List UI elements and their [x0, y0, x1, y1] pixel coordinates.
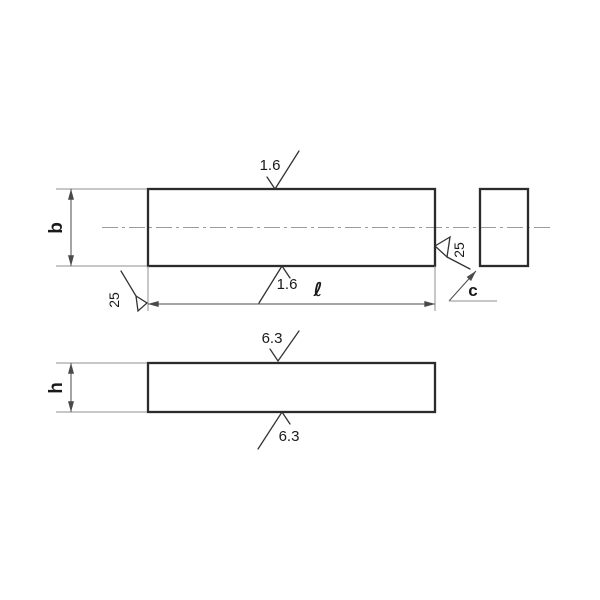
- roughness-value: 6.3: [262, 330, 283, 347]
- roughness-mark-bottom-6-3: 6.3: [257, 410, 300, 450]
- roughness-mark-left-end-25: 25: [106, 270, 149, 313]
- roughness-tail: [446, 256, 471, 270]
- roughness-check-icon: [266, 150, 300, 191]
- dim-h-label: h: [46, 382, 67, 394]
- chamfer-leader-line: [448, 270, 477, 302]
- roughness-mark-top-6-3: 6.3: [262, 330, 300, 363]
- chamfer-callout: c: [448, 270, 497, 302]
- top-view: b ℓ 1.6 1.6 25 25: [46, 150, 552, 313]
- roughness-mark-top-1-6: 1.6: [260, 150, 300, 191]
- key-body-outline: [146, 187, 437, 268]
- roughness-value: 1.6: [260, 157, 281, 174]
- roughness-value: 6.3: [279, 428, 300, 445]
- roughness-value: 25: [106, 292, 122, 308]
- roughness-mark-right-end-25: 25: [433, 235, 471, 270]
- roughness-value: 1.6: [277, 276, 298, 293]
- roughness-tail: [120, 270, 137, 297]
- roughness-check-icon: [257, 410, 291, 450]
- roughness-mark-bottom-1-6: 1.6: [258, 264, 298, 304]
- roughness-value: 25: [451, 242, 467, 258]
- height-view: h 6.3 6.3: [46, 330, 437, 450]
- dim-b-label: b: [46, 222, 67, 234]
- roughness-check-icon: [269, 330, 300, 363]
- roughness-check-icon: [258, 264, 291, 304]
- chamfer-label: c: [468, 281, 477, 300]
- key-body-outline: [146, 361, 437, 414]
- roughness-triangle-icon: [433, 235, 451, 259]
- dim-length-label: ℓ: [313, 279, 323, 301]
- key-end-view-square: [478, 187, 530, 268]
- roughness-triangle-icon: [135, 294, 149, 313]
